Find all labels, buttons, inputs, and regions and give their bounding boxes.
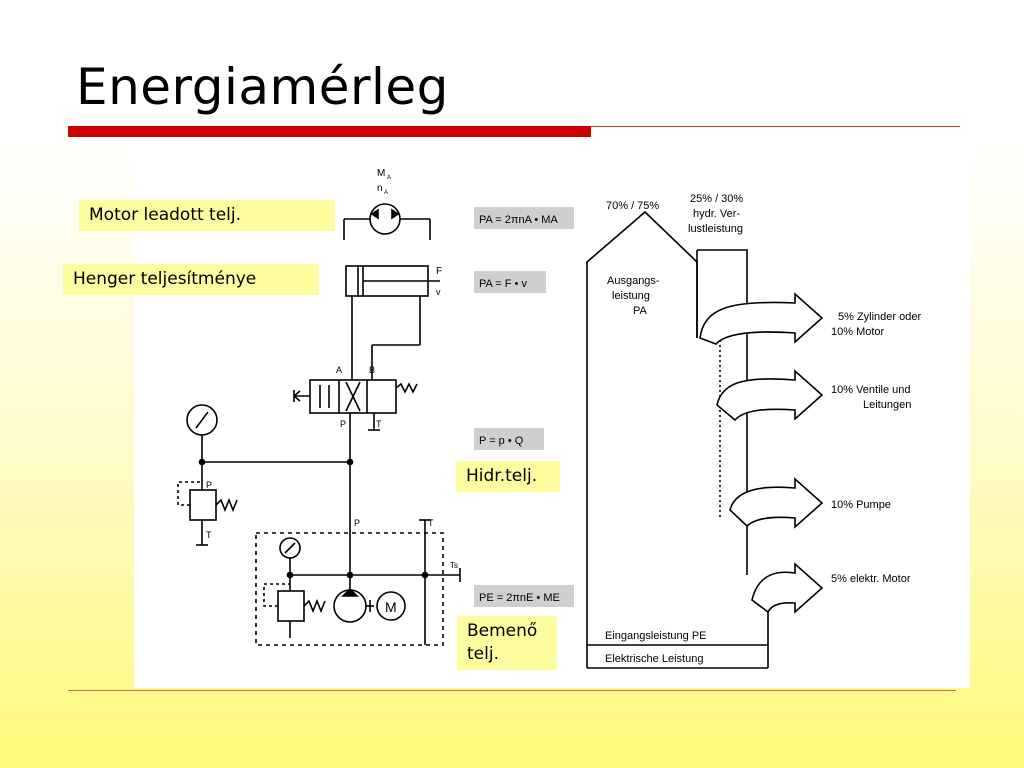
label-velocity: v — [436, 287, 441, 297]
page-title: Energiamérleg — [76, 58, 449, 116]
formula-motor-power: PA = 2πnA • MA — [479, 214, 558, 226]
pressure-gauge-icon — [186, 404, 218, 462]
sankey-electric-label: Elektrische Leistung — [605, 653, 703, 665]
sankey-loss3: 10% Pumpe — [831, 499, 891, 511]
label-pump-t: T — [428, 518, 434, 528]
sankey-loss2-line2: Leitungen — [863, 399, 911, 411]
formula-box-hydraulic — [474, 428, 544, 450]
sankey-loss1-line2: 10% Motor — [831, 326, 885, 338]
sankey-loss1-line1: 5% Zylinder oder — [838, 311, 921, 323]
energy-balance-figure: PA = 2πnA • MA PA = F • v P = p • Q PE =… — [134, 153, 970, 688]
callout-input-power: Bemenő telj. — [457, 616, 557, 670]
title-underline-red — [68, 126, 591, 137]
label-motor-speed: n — [377, 183, 383, 194]
formula-cylinder-power: PA = F • v — [479, 278, 527, 290]
sankey-output-percent: 70% / 75% — [606, 200, 659, 212]
label-motor-torque: M — [377, 168, 385, 179]
sankey-input-label: Eingangsleistung PE — [605, 630, 707, 642]
hydraulic-cylinder-icon — [345, 265, 440, 365]
relief-valve-small-icon — [263, 575, 326, 638]
label-port-p: P — [340, 419, 346, 429]
pump-icon — [333, 575, 374, 623]
formula-box-motor — [474, 207, 574, 229]
sankey-loss4: 5% elektr. Motor — [831, 573, 911, 585]
pressure-gauge-small-icon — [279, 537, 301, 575]
label-relief-t: T — [206, 530, 212, 540]
sankey-loss-line2: hydr. Ver- — [693, 208, 740, 220]
label-port-b: B — [369, 365, 375, 375]
sankey-loss2-line1: 10% Ventile und — [831, 384, 911, 396]
label-motor-torque-sub: A — [387, 175, 391, 181]
callout-input-line1: Bemenő — [467, 621, 538, 641]
callout-cylinder-power: Henger teljesítménye — [63, 264, 319, 295]
label-port-t: T — [376, 419, 382, 429]
diagram-canvas: PA = 2πnA • MA PA = F • v P = p • Q PE =… — [177, 168, 921, 669]
directional-valve-icon — [293, 365, 418, 462]
footer-rule — [68, 690, 956, 691]
formula-boxes: PA = 2πnA • MA PA = F • v P = p • Q PE =… — [474, 207, 574, 607]
label-pump-p: P — [354, 518, 360, 528]
electric-motor-icon — [376, 591, 406, 621]
relief-valve-icon — [177, 462, 238, 546]
callout-hydraulic-power: Hidr.telj. — [456, 461, 560, 492]
hydraulic-motor-icon — [343, 203, 431, 240]
formula-box-input — [474, 585, 574, 607]
sankey-output-line2: leistung — [612, 290, 650, 302]
sankey-loss-percent: 25% / 30% — [690, 193, 743, 205]
label-electric-motor: M — [385, 599, 397, 615]
label-force: F — [436, 266, 442, 277]
sankey-output-line1: Ausgangs- — [607, 275, 660, 287]
label-port-a: A — [336, 365, 342, 375]
formula-box-cylinder — [474, 271, 546, 293]
label-tank-ts: Ts — [450, 561, 458, 570]
callout-input-line2: telj. — [467, 644, 499, 664]
power-unit-box — [255, 532, 444, 646]
formula-hydraulic-power: P = p • Q — [479, 435, 524, 447]
label-motor-speed-sub: A — [384, 190, 388, 196]
sankey-loss-line3: lustleistung — [688, 223, 743, 235]
formula-input-power: PE = 2πnE • ME — [479, 592, 560, 604]
label-relief-p: P — [206, 480, 212, 490]
callout-motor-output: Motor leadott telj. — [79, 200, 335, 231]
title-underline-thin — [591, 126, 960, 127]
sankey-diagram — [586, 210, 824, 669]
sankey-output-line3: PA — [633, 305, 648, 317]
